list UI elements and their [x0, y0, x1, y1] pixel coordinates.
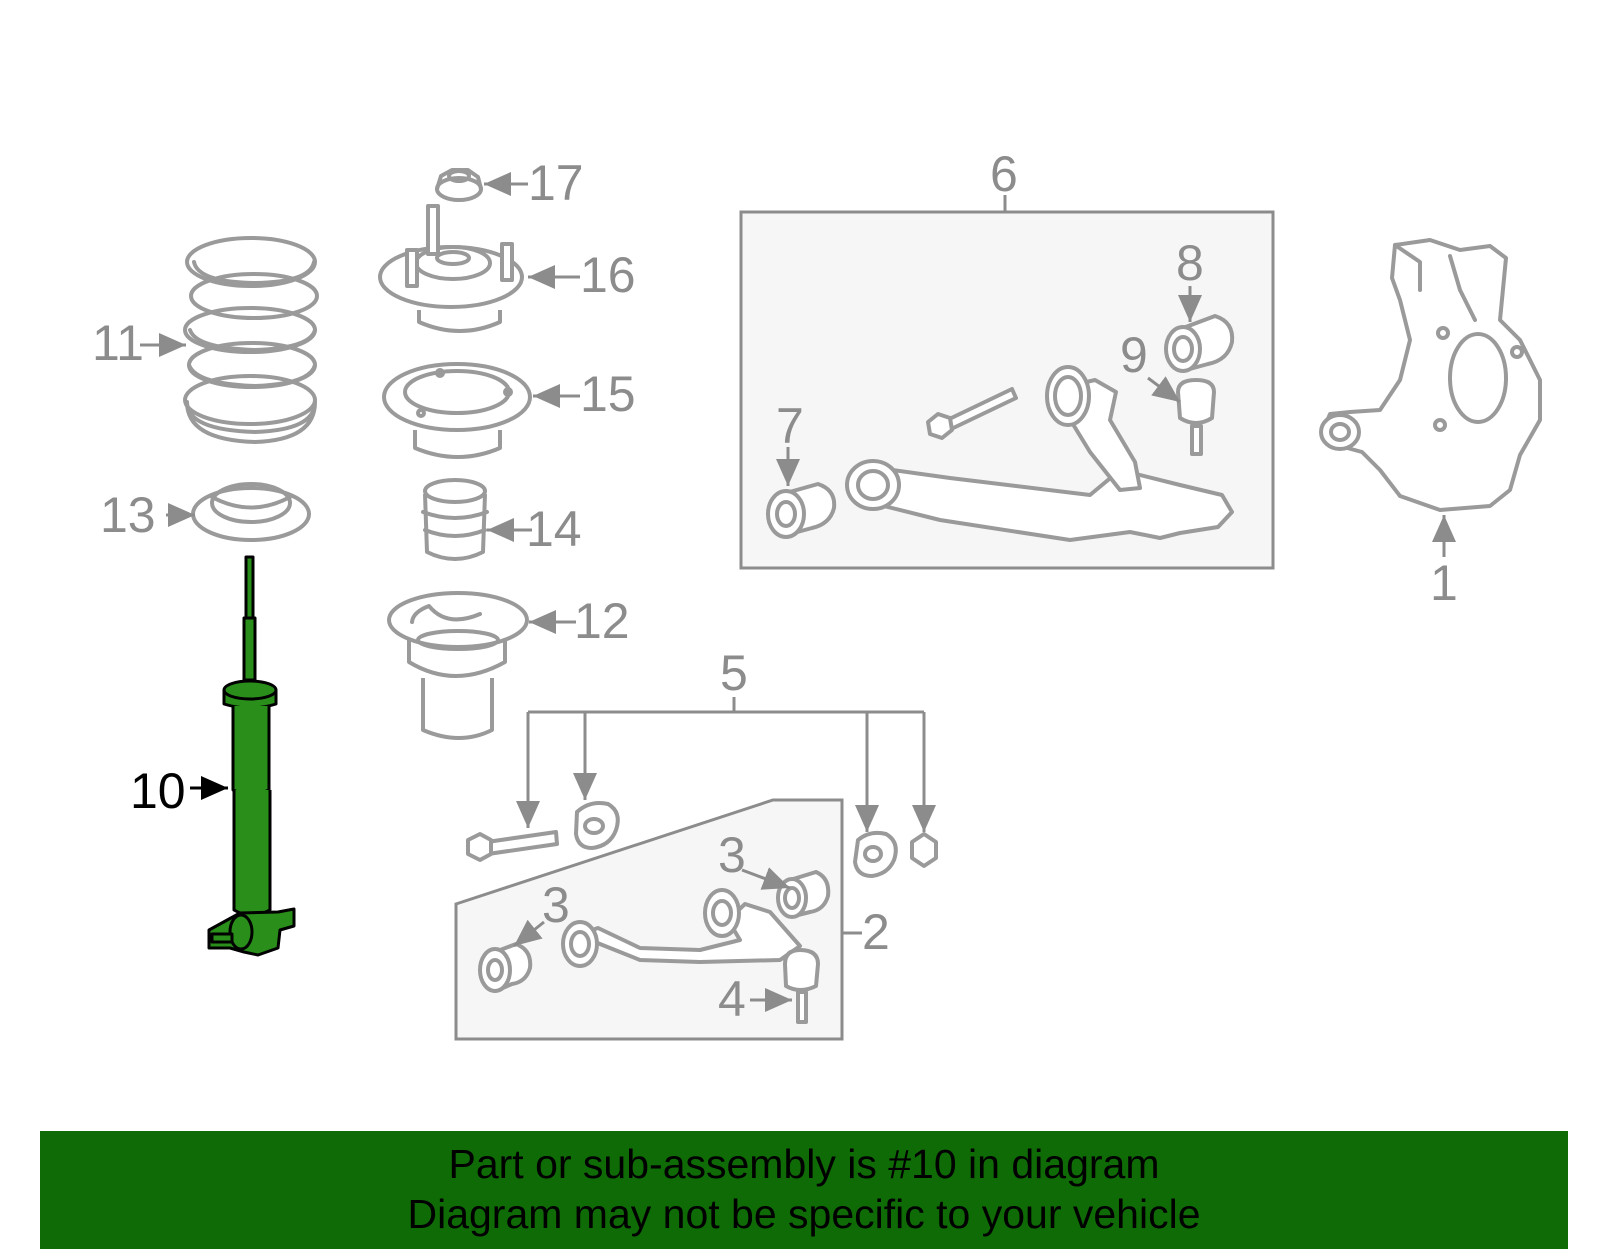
part-8-bushing[interactable]: [1164, 314, 1235, 373]
callout-12: 12: [574, 593, 630, 649]
part-5-nut[interactable]: [910, 832, 938, 868]
part-6-bolt[interactable]: [926, 387, 1018, 440]
part-7-bushing[interactable]: [766, 482, 837, 539]
part-4-ball-joint[interactable]: [783, 948, 820, 1024]
part-13-insulator[interactable]: [191, 482, 311, 542]
callout-4: 4: [718, 971, 746, 1027]
part-6-control-arm[interactable]: [845, 365, 1234, 542]
callout-1: 1: [1430, 555, 1458, 611]
callout-13: 13: [100, 487, 156, 543]
part-16-strut-mount[interactable]: [378, 204, 524, 333]
part-10-shock-absorber[interactable]: [207, 555, 296, 957]
lower-control-arm-group-box: [454, 798, 844, 1041]
callout-17: 17: [528, 155, 584, 211]
callout-3-upper: 3: [718, 827, 746, 883]
part-9-ball-joint[interactable]: [1176, 378, 1216, 456]
part-5-cam-washer-b[interactable]: [853, 830, 898, 878]
callout-2: 2: [862, 904, 890, 960]
part-5-cam-washer-a[interactable]: [574, 801, 620, 850]
info-banner: Part or sub-assembly is #10 in diagram D…: [40, 1131, 1568, 1249]
callout-5: 5: [720, 645, 748, 701]
callout-8: 8: [1176, 235, 1204, 291]
part-3-bushing-lower[interactable]: [478, 942, 533, 993]
callout-16: 16: [580, 247, 636, 303]
part-1-steering-knuckle[interactable]: [1319, 238, 1542, 512]
part-12-dust-boot[interactable]: [387, 591, 529, 740]
banner-line-2: Diagram may not be specific to your vehi…: [407, 1191, 1201, 1237]
callout-14: 14: [526, 501, 582, 557]
part-14-bump-stop[interactable]: [421, 478, 489, 561]
callout-9: 9: [1120, 327, 1148, 383]
part-15-spring-seat[interactable]: [382, 362, 532, 459]
callout-7: 7: [776, 398, 804, 454]
banner-line-1: Part or sub-assembly is #10 in diagram: [448, 1141, 1160, 1187]
callout-6: 6: [990, 146, 1018, 202]
callout-11: 11: [92, 315, 144, 371]
part-11-coil-spring[interactable]: [183, 236, 319, 444]
callout-3-lower: 3: [542, 877, 570, 933]
callout-15: 15: [580, 366, 636, 422]
part-2-lower-control-arm[interactable]: [561, 888, 802, 968]
callout-10: 10: [130, 763, 186, 819]
part-17-nut[interactable]: [435, 168, 483, 202]
part-5-bolt[interactable]: [466, 830, 559, 862]
